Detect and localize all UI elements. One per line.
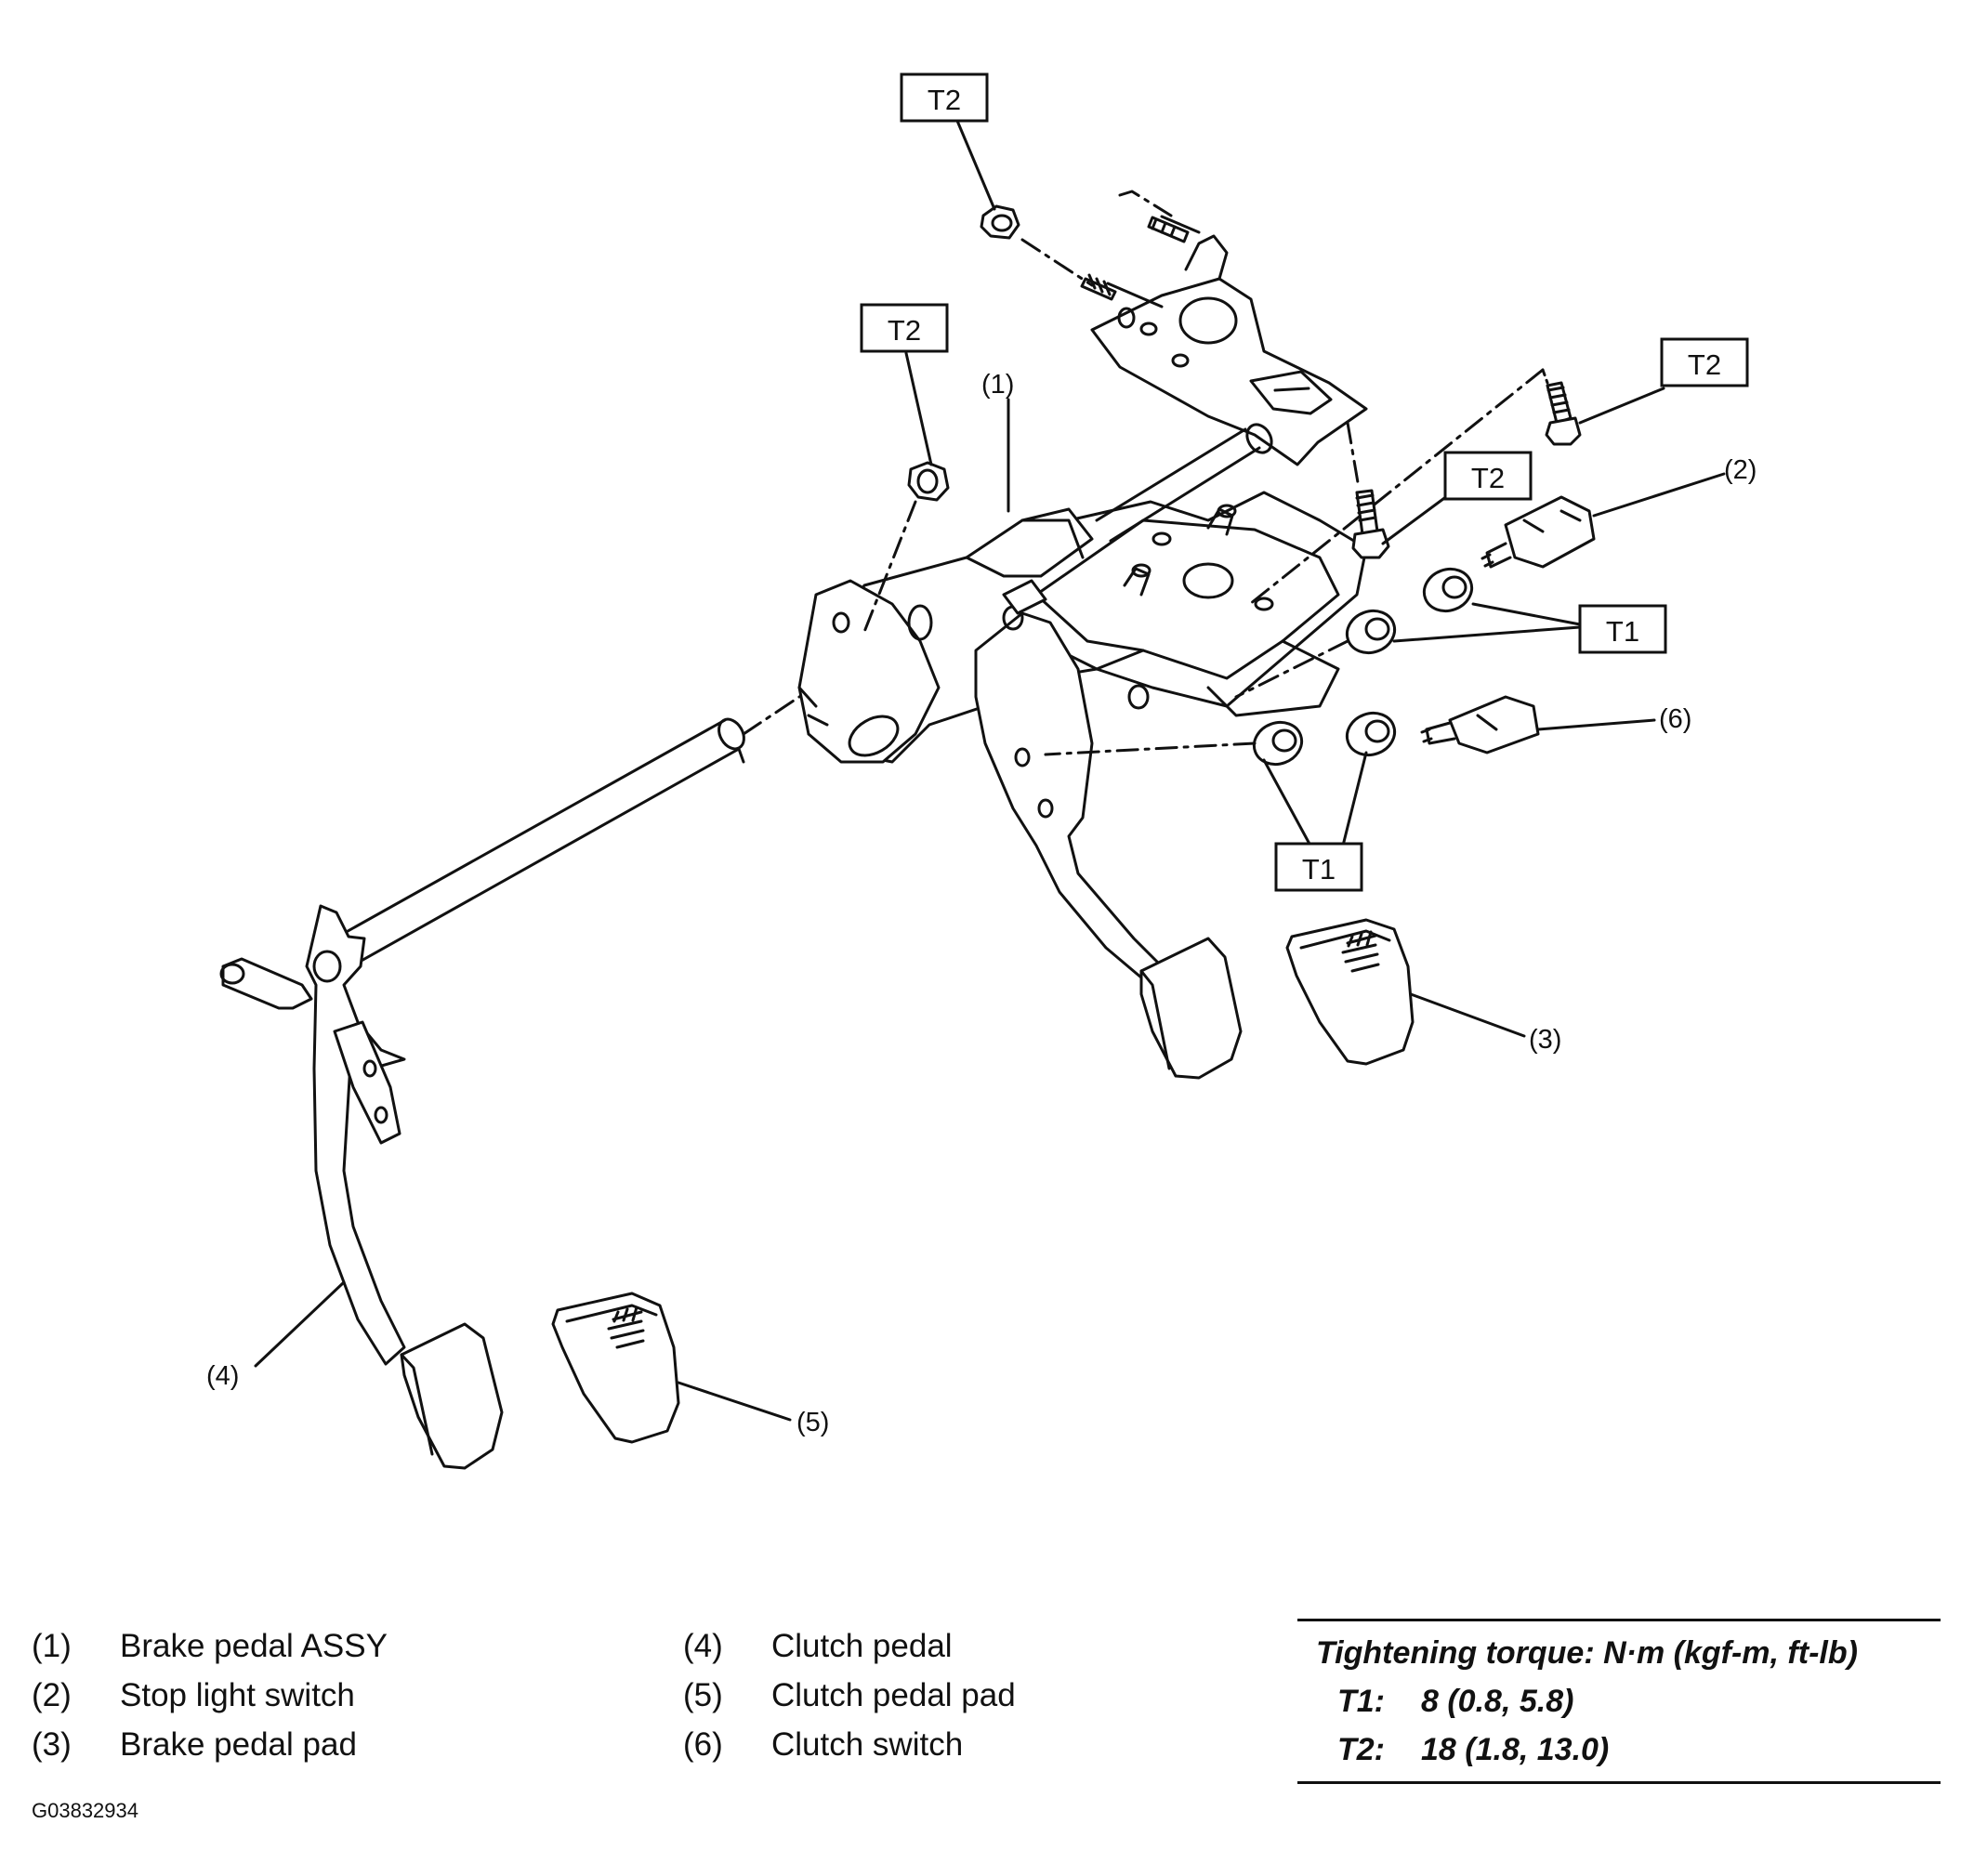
torque-value: 18 (1.8, 13.0) bbox=[1421, 1732, 1610, 1767]
callout-t2-middle: T2 bbox=[1443, 451, 1533, 501]
pivot-shaft bbox=[333, 649, 871, 968]
bolt-upper-right-t2 bbox=[1545, 381, 1582, 446]
legend-number: (5) bbox=[683, 1677, 723, 1713]
leader-2 bbox=[1592, 472, 1726, 518]
callout-1: (1) bbox=[981, 370, 1014, 400]
nut-clutchswitch-1 bbox=[1345, 711, 1397, 757]
callout-t2-left-label: T2 bbox=[888, 314, 921, 347]
callout-2: (2) bbox=[1724, 455, 1757, 485]
stop-light-switch bbox=[1480, 495, 1596, 569]
legend-label: Clutch pedal bbox=[771, 1628, 953, 1664]
callout-3: (3) bbox=[1529, 1025, 1561, 1055]
legend-number: (6) bbox=[683, 1726, 723, 1763]
leader-3 bbox=[1409, 992, 1526, 1038]
exploded-view-drawing: T2 T2 T2 T2 T1 T1 (1) (2) (3) (4) (5) (6… bbox=[206, 72, 1757, 1470]
brake-pedal-arm bbox=[974, 579, 1164, 985]
nut-clutchswitch-2 bbox=[1252, 720, 1304, 767]
leader-5 bbox=[677, 1381, 792, 1422]
brake-pedal-foot bbox=[1139, 937, 1243, 1080]
upper-bracket bbox=[1090, 234, 1368, 466]
leader-6 bbox=[1536, 718, 1656, 731]
leader-4 bbox=[254, 1280, 346, 1368]
callout-t1-right: T1 bbox=[1578, 604, 1667, 654]
leader-t2-middle bbox=[1381, 489, 1456, 545]
nut-left-t2 bbox=[907, 461, 950, 502]
legend-number: (1) bbox=[32, 1628, 72, 1664]
pedal-assembly-diagram: T2 T2 T2 T2 T1 T1 (1) (2) (3) (4) (5) (6… bbox=[206, 72, 1757, 1470]
leader-t2-left bbox=[904, 351, 933, 466]
legend-number: (4) bbox=[683, 1628, 723, 1664]
callout-6: (6) bbox=[1659, 704, 1691, 734]
nut-stoplight-2 bbox=[1345, 609, 1397, 655]
torque-row: T2: 18 (1.8, 13.0) bbox=[1316, 1725, 1941, 1774]
torque-value: 8 (0.8, 5.8) bbox=[1421, 1684, 1574, 1719]
legend-label: Brake pedal pad bbox=[120, 1726, 357, 1763]
torque-row: T1: 8 (0.8, 5.8) bbox=[1316, 1677, 1941, 1725]
callout-t1-bottom-label: T1 bbox=[1302, 853, 1336, 886]
torque-table-title: Tightening torque: N·m (kgf-m, ft-lb) bbox=[1316, 1635, 1858, 1671]
clutch-pedal-pad bbox=[551, 1292, 680, 1444]
torque-key: T1: bbox=[1337, 1684, 1385, 1719]
nut-upper-t2 bbox=[980, 204, 1020, 240]
callout-t1-right-label: T1 bbox=[1606, 615, 1639, 648]
bolt-middle-t2 bbox=[1351, 489, 1390, 559]
brake-bracket-main bbox=[797, 491, 1368, 764]
callout-t2-top-label: T2 bbox=[928, 84, 961, 116]
callout-t2-right-label: T2 bbox=[1688, 348, 1721, 381]
callout-t2-middle-label: T2 bbox=[1471, 462, 1505, 494]
tightening-torque-table: Tightening torque: N·m (kgf-m, ft-lb) T1… bbox=[1297, 1619, 1941, 1784]
callout-t2-right: T2 bbox=[1660, 337, 1749, 387]
legend-label: Brake pedal ASSY bbox=[120, 1628, 388, 1664]
callout-t2-top: T2 bbox=[900, 72, 989, 123]
leader-t2-right bbox=[1578, 387, 1665, 425]
clutch-switch bbox=[1420, 695, 1540, 754]
nut-stoplight-1 bbox=[1422, 567, 1474, 613]
legend-number: (3) bbox=[32, 1726, 72, 1763]
legend-label: Stop light switch bbox=[120, 1677, 355, 1713]
legend-label: Clutch switch bbox=[771, 1726, 964, 1763]
clutch-pedal-foot bbox=[400, 1322, 504, 1470]
clutch-pedal-arm bbox=[219, 904, 406, 1366]
figure-code: G03832934 bbox=[32, 1799, 138, 1822]
callout-t1-bottom: T1 bbox=[1274, 842, 1363, 892]
torque-key: T2: bbox=[1337, 1732, 1385, 1767]
brake-pedal-pad bbox=[1285, 918, 1415, 1066]
bracket-pushrod bbox=[1095, 423, 1273, 543]
legend-label: Clutch pedal pad bbox=[771, 1677, 1016, 1713]
upper-bracket-studs bbox=[1080, 215, 1201, 329]
callout-5: (5) bbox=[796, 1408, 829, 1437]
legend-number: (2) bbox=[32, 1677, 72, 1713]
callout-t2-left: T2 bbox=[860, 303, 949, 353]
callout-4: (4) bbox=[206, 1361, 239, 1391]
leader-t2-top bbox=[955, 119, 996, 211]
